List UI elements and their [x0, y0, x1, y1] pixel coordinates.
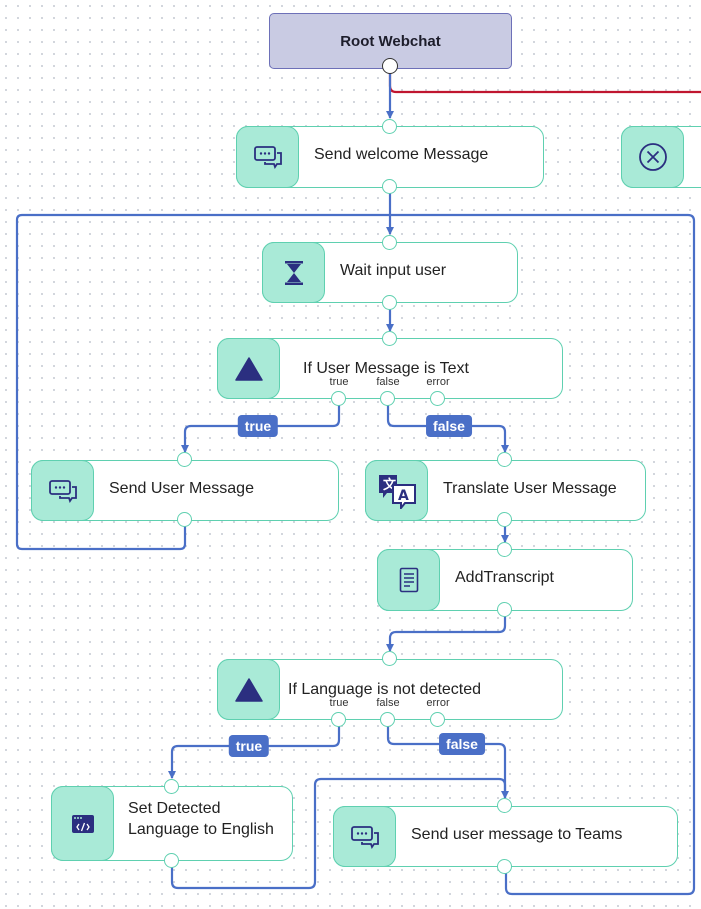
output-port-true[interactable]: [331, 391, 346, 406]
connector-root-offscreen: [388, 68, 701, 94]
port-label-false: false: [376, 697, 400, 709]
triangle-icon: [234, 677, 263, 702]
connector-loop-frame: [15, 213, 696, 896]
output-port-false[interactable]: [380, 391, 395, 406]
port-label-error: error: [426, 376, 450, 388]
node-if-language-not-detected[interactable]: If Language is not detected: [217, 659, 563, 720]
node-label: Send User Message: [109, 480, 254, 497]
node-label: Send user message to Teams: [411, 826, 623, 843]
node-label: AddTranscript: [455, 569, 554, 586]
input-port[interactable]: [497, 452, 512, 467]
cancel-circle-icon: [638, 143, 667, 171]
node-icon-box: [217, 659, 280, 720]
node-offscreen[interactable]: [621, 126, 701, 188]
connector-setlang-teams: [170, 777, 507, 890]
port-label-true: true: [329, 697, 349, 709]
node-label: Translate User Message: [443, 480, 617, 497]
output-port[interactable]: [177, 512, 192, 527]
node-icon-box: [31, 460, 94, 521]
output-port[interactable]: [164, 853, 179, 868]
root-output-port[interactable]: [382, 58, 398, 74]
node-label: If User Message is Text: [303, 360, 469, 377]
svg-text:A: A: [398, 488, 409, 504]
false-badge: false: [439, 733, 485, 755]
hourglass-icon: [284, 260, 303, 285]
node-if-user-message-is-text[interactable]: If User Message is Text: [217, 338, 563, 399]
node-set-detected-language[interactable]: Set Detected Language to English: [51, 786, 293, 861]
output-port-false[interactable]: [380, 712, 395, 727]
input-port[interactable]: [177, 452, 192, 467]
true-badge: true: [228, 735, 270, 757]
input-port[interactable]: [382, 651, 397, 666]
chat-bubbles-icon: [350, 825, 379, 849]
input-port[interactable]: [382, 119, 397, 134]
node-send-user-message[interactable]: Send User Message: [31, 460, 339, 521]
connector-transcript-iflang: [386, 611, 507, 652]
output-port[interactable]: [497, 602, 512, 617]
output-port[interactable]: [497, 859, 512, 874]
true-badge: true: [237, 415, 279, 437]
code-window-icon: [71, 814, 94, 833]
node-icon-box: [377, 549, 440, 611]
node-icon-box: [217, 338, 280, 399]
node-label: If Language is not detected: [288, 681, 482, 698]
output-port-error[interactable]: [430, 391, 445, 406]
translate-icon: 文 A: [378, 474, 416, 509]
node-icon-box: [333, 806, 396, 867]
output-port[interactable]: [382, 295, 397, 310]
port-label-true: true: [329, 376, 349, 388]
node-icon-box: 文 A: [365, 460, 428, 521]
triangle-icon: [234, 356, 263, 381]
output-port-true[interactable]: [331, 712, 346, 727]
false-badge: false: [426, 415, 472, 437]
node-icon-box: [621, 126, 684, 188]
chat-bubbles-icon: [253, 146, 282, 169]
node-label: Wait input user: [340, 262, 447, 279]
input-port[interactable]: [164, 779, 179, 794]
node-icon-box: [51, 786, 114, 861]
input-port[interactable]: [382, 331, 397, 346]
output-port[interactable]: [497, 512, 512, 527]
output-port-error[interactable]: [430, 712, 445, 727]
input-port[interactable]: [497, 542, 512, 557]
node-send-user-message-teams[interactable]: Send user message to Teams: [333, 806, 678, 867]
node-wait-input-user[interactable]: Wait input user: [262, 242, 518, 303]
node-label: Send welcome Message: [314, 146, 489, 163]
root-title: Root Webchat: [340, 32, 441, 50]
chat-bubbles-icon: [48, 479, 77, 503]
node-icon-box: [262, 242, 325, 303]
node-icon-box: [236, 126, 299, 188]
input-port[interactable]: [497, 798, 512, 813]
node-label: Set Detected Language to English: [128, 800, 274, 838]
input-port[interactable]: [382, 235, 397, 250]
output-port[interactable]: [382, 179, 397, 194]
connector-iflang-false: [386, 720, 509, 799]
port-label-false: false: [376, 376, 400, 388]
document-icon: [399, 567, 418, 593]
port-label-error: error: [426, 697, 450, 709]
